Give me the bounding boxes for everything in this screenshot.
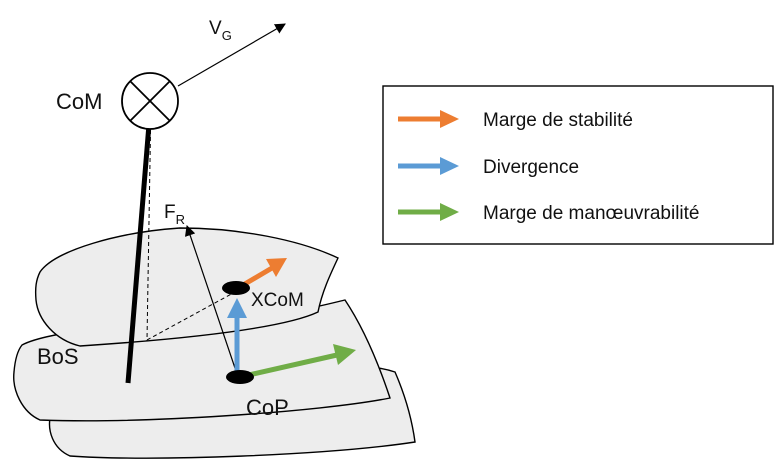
- fr-label-main: F: [164, 202, 176, 223]
- legend-item-label: Divergence: [483, 157, 579, 178]
- legend: Marge de stabilité Divergence Marge de m…: [382, 85, 774, 245]
- xcom-point: [222, 281, 250, 295]
- fr-force-arrow: [184, 224, 238, 375]
- com-label: CoM: [56, 89, 102, 114]
- bos-label: BoS: [37, 344, 79, 369]
- legend-item-stability: Marge de stabilité: [398, 110, 633, 131]
- xcom-label: XCoM: [251, 290, 304, 311]
- vg-label-subscript: G: [222, 28, 232, 43]
- legend-item-label: Marge de manœuvrabilité: [483, 203, 699, 224]
- vg-label: VG: [209, 18, 232, 43]
- com-marker-icon: [121, 72, 179, 130]
- com-projection-dashed-line: [146, 101, 236, 341]
- legend-item-manoeuvrability: Marge de manœuvrabilité: [398, 203, 699, 224]
- cop-label: CoP: [246, 395, 289, 420]
- vg-velocity-arrow: [177, 23, 286, 87]
- divergence-arrow: [227, 298, 247, 372]
- base-of-support: [13, 227, 416, 459]
- surface-top-layer: [34, 227, 339, 347]
- fr-label-subscript: R: [176, 212, 185, 227]
- cop-point: [226, 370, 254, 384]
- fr-label: FR: [164, 202, 185, 227]
- pendulum-leg: [125, 111, 153, 384]
- vg-label-main: V: [209, 18, 222, 39]
- legend-item-label: Marge de stabilité: [483, 110, 633, 131]
- legend-item-divergence: Divergence: [398, 157, 579, 178]
- manoeuvrability-margin-arrow: [239, 344, 356, 380]
